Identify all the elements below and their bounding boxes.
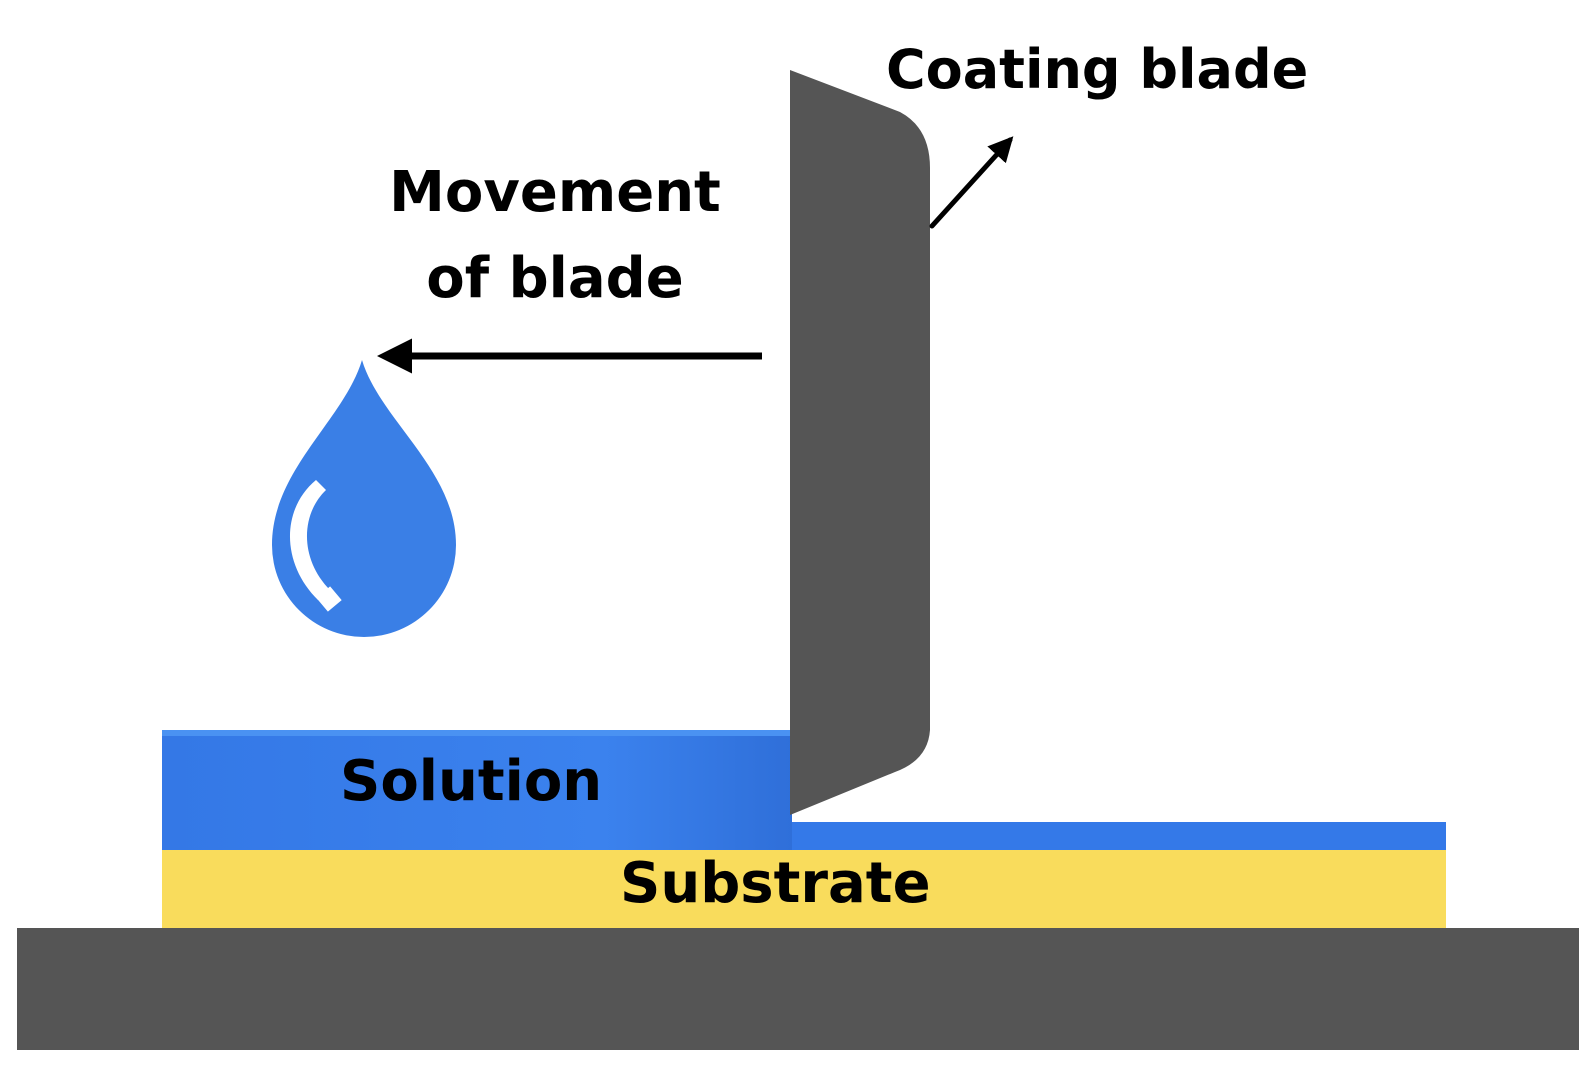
movement-label-line2: of blade xyxy=(426,246,684,311)
solution-top-edge xyxy=(162,730,792,736)
arrow-up-right-icon xyxy=(929,136,1014,229)
solution-label: Solution xyxy=(340,749,603,814)
movement-label: Movement of blade xyxy=(340,150,770,322)
coating-blade-label: Coating blade xyxy=(886,38,1309,101)
solution-layer xyxy=(162,730,792,850)
coating-blade xyxy=(790,70,930,815)
water-drop-icon xyxy=(272,360,456,637)
movement-label-line1: Movement xyxy=(389,160,721,225)
substrate-label: Substrate xyxy=(620,851,931,916)
base-platform xyxy=(17,928,1579,1050)
coated-film xyxy=(790,822,1446,850)
substrate-layer xyxy=(162,850,1446,928)
